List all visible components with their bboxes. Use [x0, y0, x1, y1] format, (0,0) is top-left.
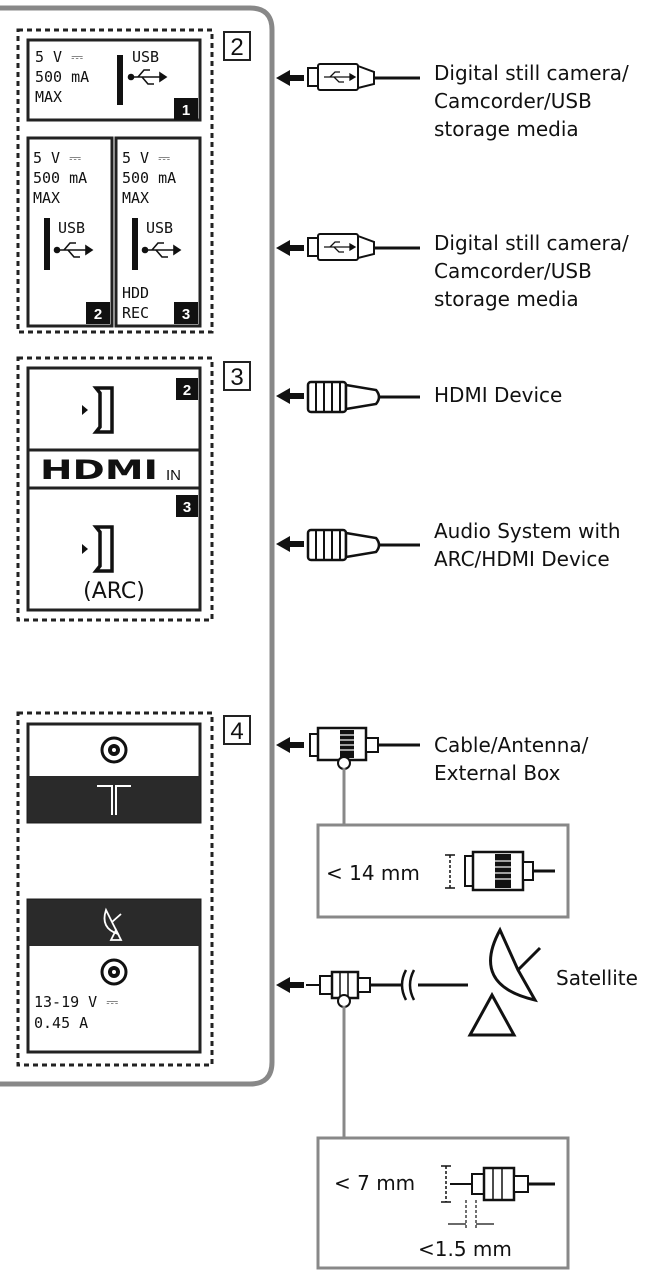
svg-text:HDMI Device: HDMI Device — [434, 383, 562, 407]
hdmi-panel: 2 HDMI IN (ARC) 3 — [26, 366, 202, 612]
usb-1-current: 500 mA — [35, 68, 89, 86]
satellite-port[interactable]: 13-19 V ⎓ 0.45 A — [26, 898, 202, 1054]
usb-section-frame — [16, 28, 214, 334]
coax-length-label: < 14 mm — [326, 861, 420, 885]
svg-text:storage media: storage media — [434, 287, 579, 311]
usb-cable-1 — [276, 63, 420, 91]
hdmi-logo: HDMI IN — [40, 455, 181, 486]
arrow-left-icon — [276, 70, 304, 86]
device-label-usb-2: Digital still camera/ Camcorder/USB stor… — [434, 231, 629, 311]
antenna-section-frame — [16, 711, 214, 1067]
usb-1-voltage: 5 V ⎓ — [35, 48, 83, 66]
device-label-hdmi: HDMI Device — [434, 383, 562, 407]
usb-2-voltage: 5 V ⎓ — [33, 149, 81, 167]
usb-3-current: 500 mA — [122, 169, 176, 187]
arrow-left-icon — [276, 737, 304, 753]
section-number-4: 4 — [223, 715, 251, 745]
svg-text:Audio System with: Audio System with — [434, 519, 621, 543]
usb-icon — [141, 242, 182, 258]
tv-panel-outline — [0, 5, 275, 1087]
hdmi-section-frame — [16, 356, 214, 622]
section-2-label: 2 — [230, 34, 243, 61]
sat-pin-label: <1.5 mm — [418, 1237, 512, 1261]
device-label-antenna: Cable/Antenna/ External Box — [434, 733, 589, 785]
usb-port-1[interactable]: 5 V ⎓ 500 mA MAX USB 1 — [26, 38, 202, 122]
usb-1-max: MAX — [35, 88, 62, 106]
sat-length-label: < 7 mm — [334, 1171, 415, 1195]
section-number-3: 3 — [223, 361, 251, 391]
svg-text:Camcorder/USB: Camcorder/USB — [434, 89, 592, 113]
hdmi-in-label: IN — [166, 467, 181, 484]
arrow-left-icon — [276, 388, 304, 404]
usb-2-badge: 2 — [94, 306, 102, 323]
hdmi-port-3[interactable]: (ARC) 3 — [82, 495, 198, 604]
device-label-arc: Audio System with ARC/HDMI Device — [434, 519, 621, 571]
usb-cable-2 — [276, 233, 420, 261]
arc-label: (ARC) — [83, 579, 145, 604]
usb-icon — [53, 242, 94, 258]
usb-icon — [324, 241, 357, 253]
port-arrow-icon — [82, 405, 88, 415]
usb-3-label: USB — [146, 219, 173, 237]
usb-3-slot — [132, 218, 138, 270]
coax-socket-icon — [100, 958, 128, 986]
coax-cable — [276, 726, 420, 825]
usb-3-rec-label: REC — [122, 304, 149, 322]
port-arrow-icon — [82, 544, 88, 554]
svg-text:Digital still camera/: Digital still camera/ — [434, 231, 629, 255]
usb-icon — [127, 69, 168, 85]
hdmi-port-2[interactable]: 2 — [82, 378, 198, 434]
svg-text:Satellite: Satellite — [556, 966, 638, 990]
satellite-dimension-box: < 7 mm <1.5 mm — [316, 1136, 570, 1270]
device-label-satellite: Satellite — [556, 966, 638, 990]
usb-2-slot — [44, 218, 50, 270]
section-4-label: 4 — [230, 718, 243, 745]
svg-text:storage media: storage media — [434, 117, 579, 141]
antenna-icon — [97, 785, 131, 815]
satellite-voltage: 13-19 V ⎓ — [34, 993, 118, 1011]
usb-3-voltage: 5 V ⎓ — [122, 149, 170, 167]
coax-socket-icon — [100, 736, 128, 764]
section-number-2: 2 — [223, 31, 251, 61]
usb-icon — [324, 71, 357, 83]
svg-text:ARC/HDMI Device: ARC/HDMI Device — [434, 547, 610, 571]
satellite-dish-icon — [103, 907, 123, 941]
hdmi-cable-1 — [276, 380, 420, 414]
section-3-label: 3 — [230, 364, 243, 391]
usb-3-max: MAX — [122, 189, 149, 207]
usb-3-hdd-label: HDD — [122, 284, 149, 302]
antenna-port[interactable] — [26, 722, 202, 824]
hdmi-connector-icon — [92, 386, 114, 434]
arrow-left-icon — [276, 977, 304, 993]
svg-text:External Box: External Box — [434, 761, 561, 785]
device-label-usb-1: Digital still camera/ Camcorder/USB stor… — [434, 61, 629, 141]
coax-dimension-box: < 14 mm — [316, 823, 570, 919]
satellite-cable — [276, 969, 468, 1138]
svg-text:Digital still camera/: Digital still camera/ — [434, 61, 629, 85]
usb-1-slot — [117, 55, 123, 105]
usb-2-label: USB — [58, 219, 85, 237]
hdmi-cable-2 — [276, 528, 420, 562]
usb-2-max: MAX — [33, 189, 60, 207]
usb-port-2[interactable]: 5 V ⎓ 500 mA MAX USB 2 — [26, 136, 114, 328]
satellite-dish-icon — [467, 926, 542, 1037]
svg-text:Cable/Antenna/: Cable/Antenna/ — [434, 733, 589, 757]
hdmi-2-badge: 2 — [183, 382, 191, 399]
usb-2-current: 500 mA — [33, 169, 87, 187]
hdmi-connector-icon — [92, 525, 114, 573]
hdmi-logo-text: HDMI — [40, 455, 158, 486]
usb-1-badge: 1 — [182, 102, 190, 119]
usb-1-label: USB — [132, 48, 159, 66]
usb-port-3[interactable]: 5 V ⎓ 500 mA MAX USB HDD REC 3 — [114, 136, 202, 328]
usb-3-badge: 3 — [182, 306, 190, 323]
svg-text:Camcorder/USB: Camcorder/USB — [434, 259, 592, 283]
arrow-left-icon — [276, 240, 304, 256]
satellite-current: 0.45 A — [34, 1014, 88, 1032]
hdmi-3-badge: 3 — [183, 499, 191, 516]
arrow-left-icon — [276, 536, 304, 552]
